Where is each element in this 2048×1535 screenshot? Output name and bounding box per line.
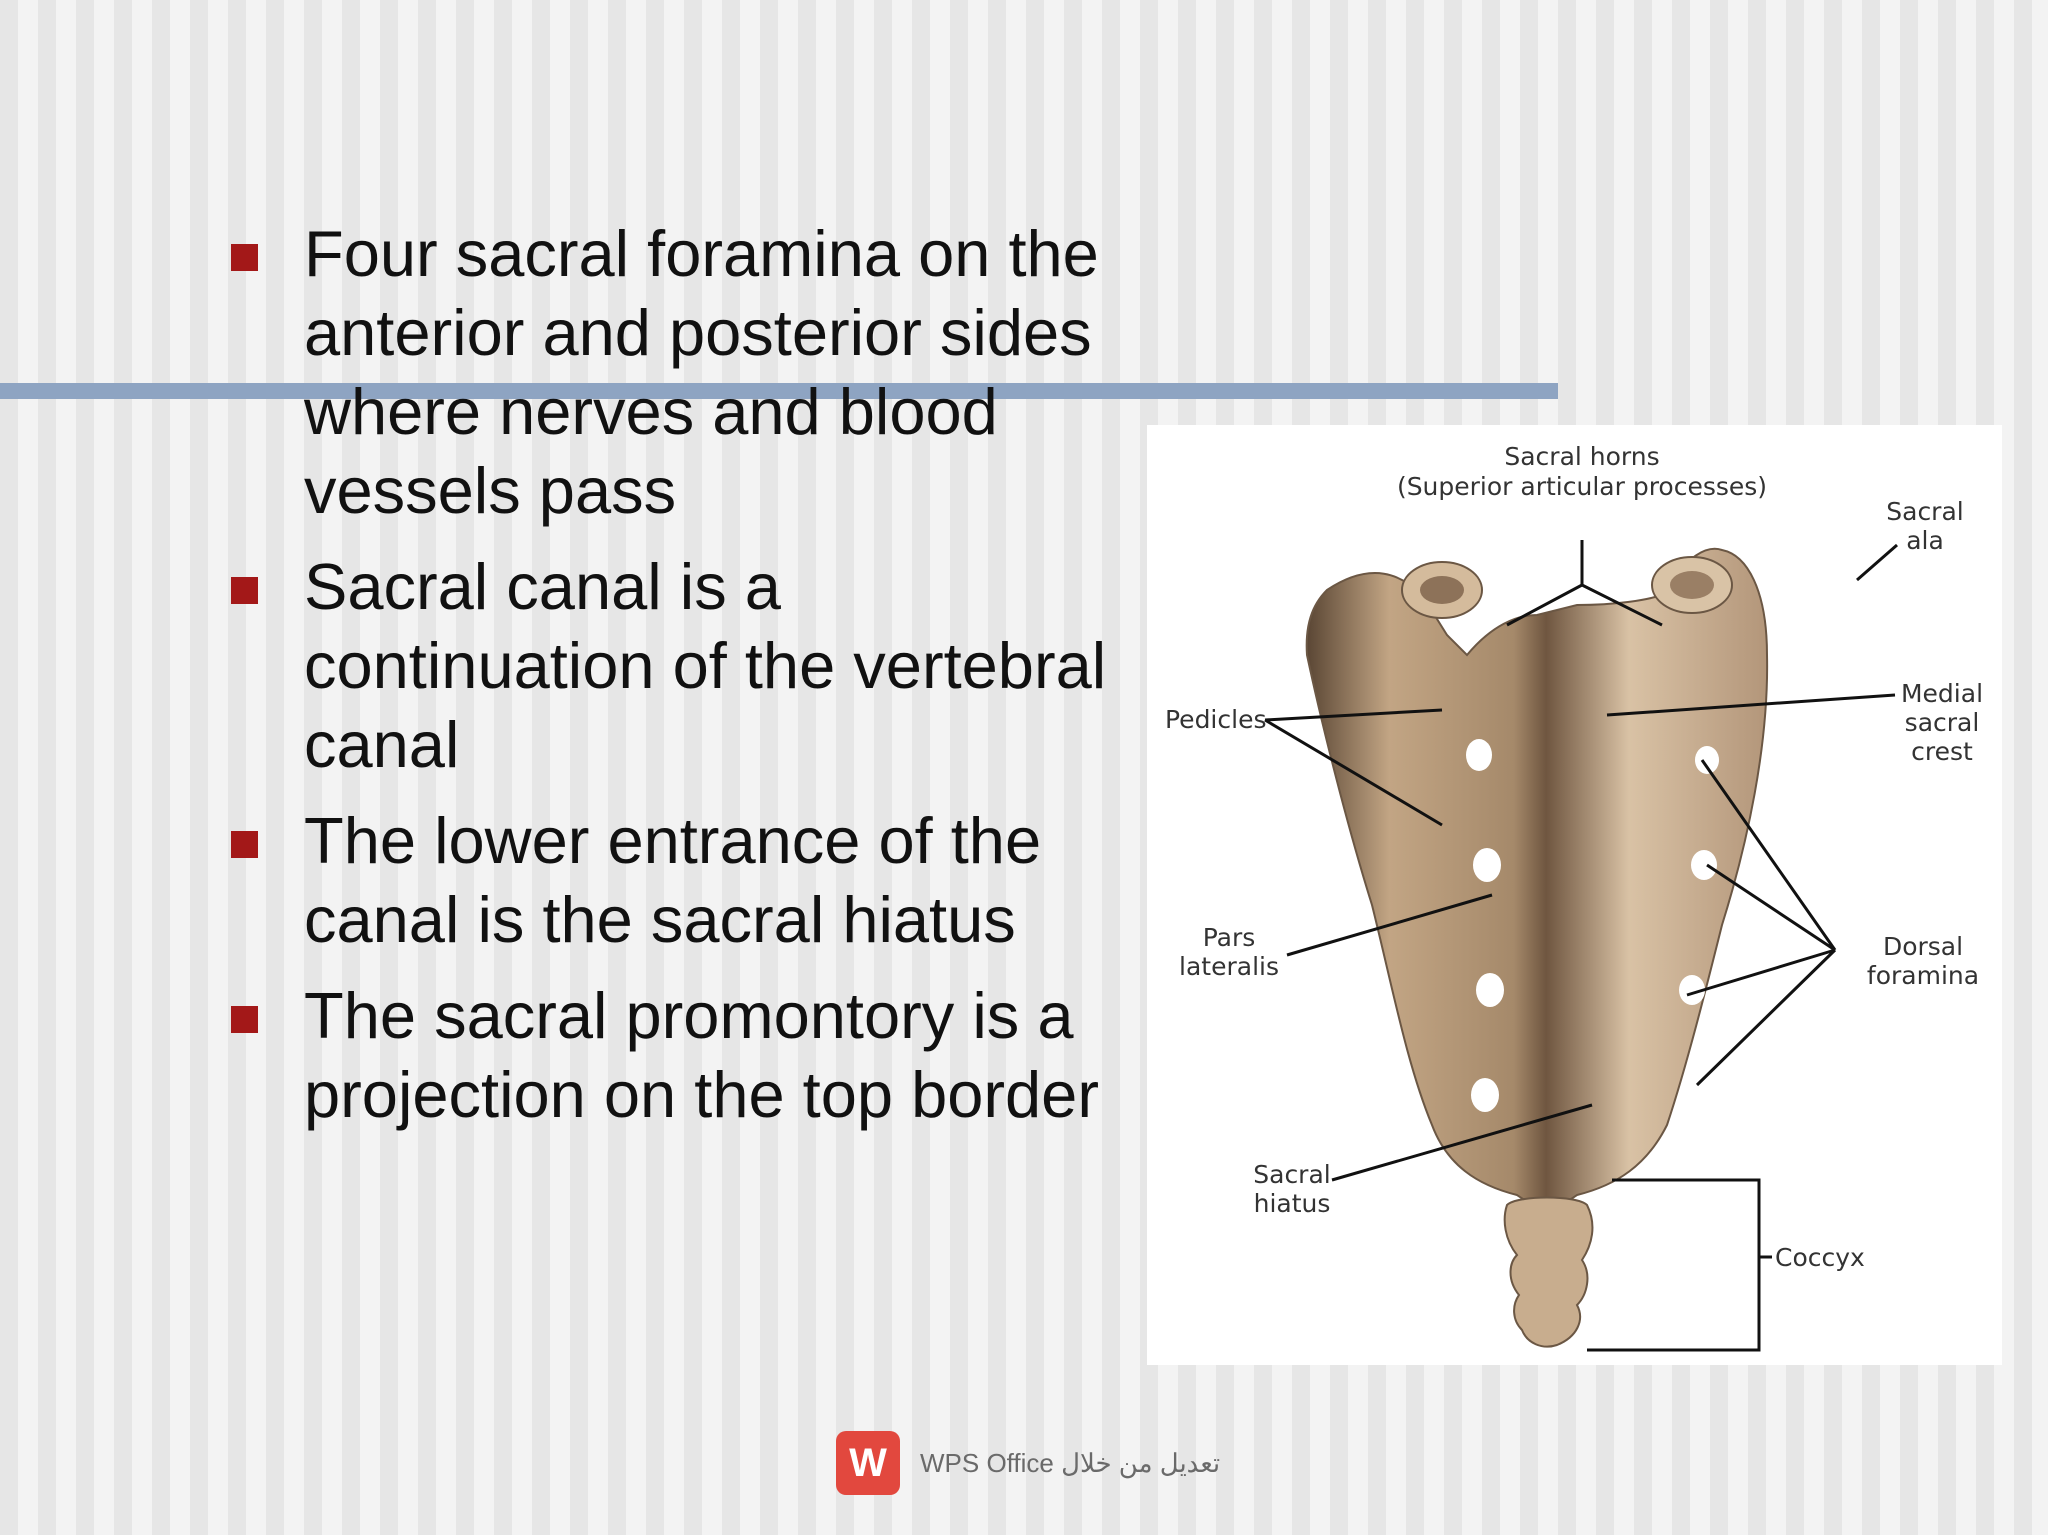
label-dorsal-1: Dorsal bbox=[1883, 932, 1963, 961]
wps-watermark: W WPS Office تعديل من خلال bbox=[836, 1430, 1220, 1496]
bullet-text: The sacral promontory is a projection on… bbox=[304, 979, 1099, 1131]
label-pars-2: lateralis bbox=[1179, 952, 1279, 981]
label-coccyx: Coccyx bbox=[1775, 1243, 1865, 1272]
bullet-list: Four sacral foramina on the anterior and… bbox=[228, 214, 1108, 1151]
watermark-text: WPS Office تعديل من خلال bbox=[920, 1447, 1221, 1478]
label-medial-1: Medial bbox=[1901, 679, 1983, 708]
bullet-item: Four sacral foramina on the anterior and… bbox=[228, 214, 1108, 530]
bullet-text: Sacral canal is a continuation of the ve… bbox=[304, 550, 1107, 781]
foramen-left-3 bbox=[1476, 973, 1504, 1007]
bullet-marker-icon bbox=[231, 577, 258, 604]
title-divider bbox=[0, 383, 1558, 399]
label-sacral-horns: Sacral horns bbox=[1504, 442, 1659, 471]
bullet-item: The lower entrance of the canal is the s… bbox=[228, 801, 1108, 959]
label-pars-1: Pars bbox=[1203, 923, 1256, 952]
bullet-marker-icon bbox=[231, 1006, 258, 1033]
coccyx-bone bbox=[1503, 1196, 1594, 1348]
label-medial-2: sacral bbox=[1905, 708, 1980, 737]
foramen-left-1 bbox=[1466, 739, 1492, 771]
sacrum-bone bbox=[1305, 547, 1769, 1217]
label-pedicles: Pedicles bbox=[1165, 705, 1266, 734]
leader-lines bbox=[1264, 540, 1898, 1352]
sacrum-illustration: Sacral horns (Superior articular process… bbox=[1165, 442, 1983, 1352]
foramen-right-2 bbox=[1691, 850, 1717, 880]
bullet-marker-icon bbox=[231, 244, 258, 271]
bullet-item: The sacral promontory is a projection on… bbox=[228, 976, 1108, 1134]
left-horn-facet bbox=[1420, 576, 1464, 604]
label-sacral-ala-2: ala bbox=[1906, 526, 1944, 555]
bullet-text: The lower entrance of the canal is the s… bbox=[304, 804, 1042, 956]
label-dorsal-2: foramina bbox=[1867, 961, 1979, 990]
label-hiatus-2: hiatus bbox=[1254, 1189, 1331, 1218]
sacrum-figure: Sacral horns (Superior articular process… bbox=[1147, 425, 2002, 1365]
bullet-marker-icon bbox=[231, 831, 258, 858]
foramen-left-4 bbox=[1471, 1078, 1499, 1112]
label-hiatus-1: Sacral bbox=[1253, 1160, 1330, 1189]
label-superior-articular: (Superior articular processes) bbox=[1397, 472, 1767, 501]
foramen-right-1 bbox=[1695, 746, 1719, 774]
bullet-text: Four sacral foramina on the anterior and… bbox=[304, 217, 1099, 527]
wps-logo-icon: W bbox=[836, 1431, 900, 1495]
bullet-item: Sacral canal is a continuation of the ve… bbox=[228, 547, 1108, 784]
foramen-left-2 bbox=[1473, 848, 1501, 882]
label-medial-3: crest bbox=[1911, 737, 1973, 766]
right-horn-facet bbox=[1670, 571, 1714, 599]
label-sacral-ala-1: Sacral bbox=[1886, 497, 1963, 526]
foramen-right-3 bbox=[1679, 975, 1705, 1005]
